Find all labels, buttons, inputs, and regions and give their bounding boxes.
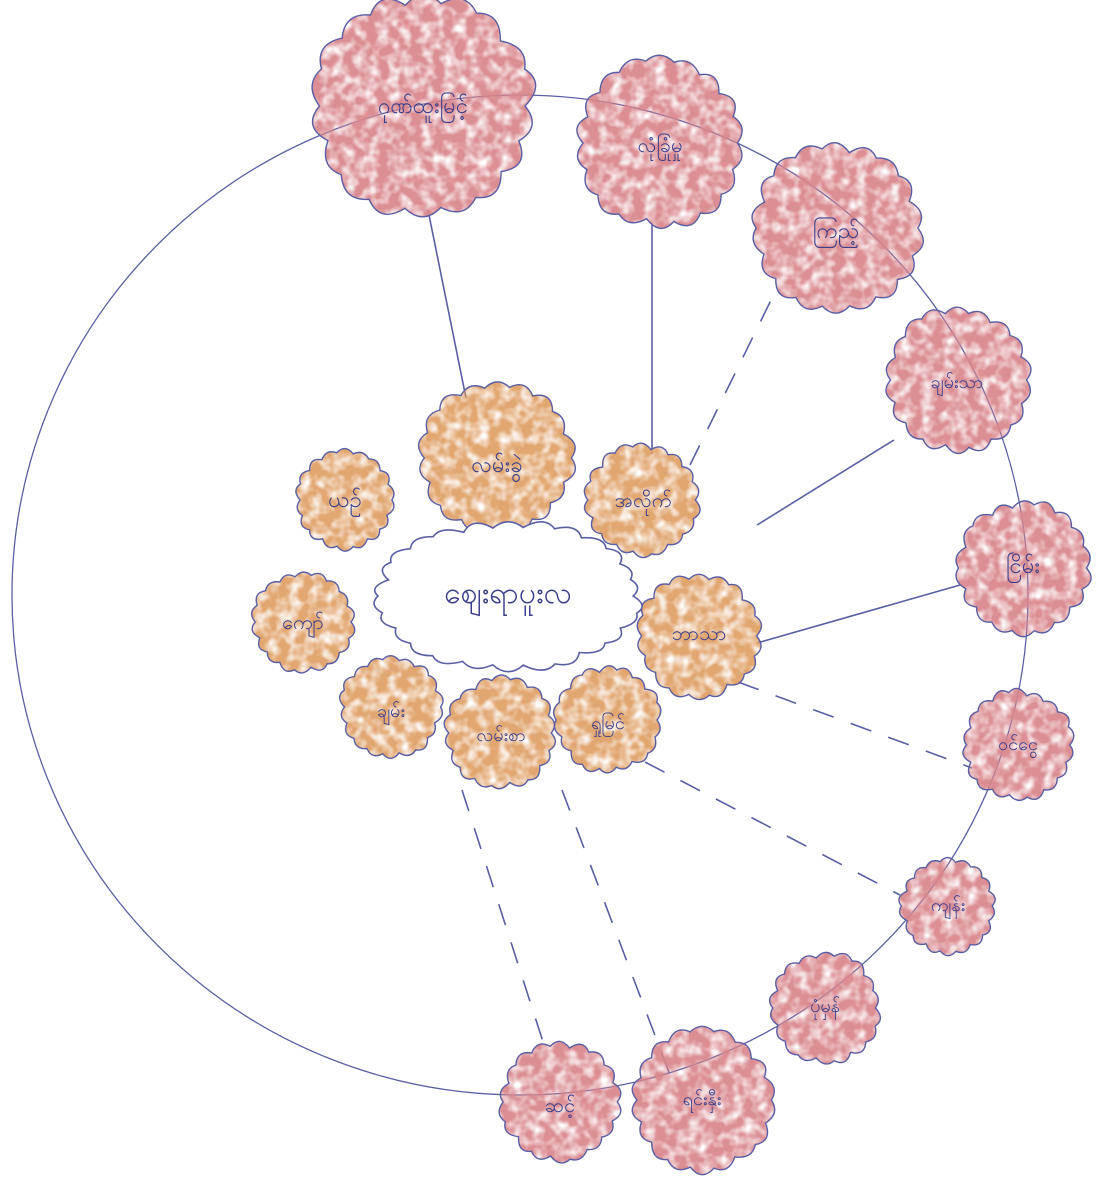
outer-node-label-9: ရင်းနှီး [683,1089,722,1113]
outer-node-fill-9 [632,1026,775,1175]
outer-node-4 [885,306,1032,455]
outer-node-10 [498,1040,622,1164]
inner-node-fill-8 [251,572,355,673]
outer-node-outline-8 [768,951,882,1065]
inner-node-label-8: ကျော် [282,610,324,638]
inner-node-label-1: လမ်းခွဲ [471,452,522,483]
outer-node-label-6: ဝင်ငွေ [998,734,1038,758]
inner-node-outline-5 [552,665,662,774]
inner-node-outline-4 [636,573,763,701]
outer-node-1 [311,0,537,218]
inner-node-4 [636,573,763,701]
outer-node-fill-2 [576,55,743,229]
connector-dashed-9 [461,789,546,1049]
outer-node-7 [898,856,996,957]
outer-node-fill-5 [955,500,1092,637]
outer-node-outline-7 [898,856,996,957]
outer-node-9 [631,1025,776,1176]
outer-node-fill-4 [885,307,1031,454]
outer-node-label-2: လုံခြုံမှု [638,133,683,161]
outer-node-2 [576,54,743,230]
outer-node-fill-6 [962,688,1074,801]
inner-node-outline-7 [338,655,444,760]
inner-node-outline-6 [443,674,557,790]
outer-node-label-8: ပုံမှန် [810,996,840,1020]
outer-node-label-4: ချမ်းသာ [931,372,984,396]
inner-node-outline-1 [417,381,577,536]
inner-node-outline-8 [251,571,356,674]
outer-node-outline-2 [576,54,743,230]
connector-solid-4 [756,439,895,526]
inner-node-fill-1 [418,381,576,536]
inner-node-1 [417,381,577,536]
inner-node-outline-2 [295,447,395,552]
inner-node-fill-7 [339,655,444,759]
inner-node-label-5: ရှုမြင် [591,712,625,737]
connector-dashed-7 [644,761,901,896]
outer-node-outline-1 [311,0,537,218]
outer-node-3 [751,142,924,314]
connector-dashed-6 [737,681,973,769]
node-blobs [251,0,1092,1176]
outer-node-outline-5 [955,500,1092,638]
inner-node-5 [552,665,662,774]
outer-node-label-7: ကျန်း [931,895,965,919]
inner-node-labels: လမ်းခွဲ ယဉ် အလိုက် ဘာသာ ရှုမြင် လမ်းစာ ခ… [282,452,726,746]
inner-node-outline-3 [583,442,701,559]
inner-node-fill-4 [637,574,762,700]
outer-node-5 [955,500,1092,638]
outer-node-fill-1 [312,0,536,217]
inner-node-fill-6 [444,674,556,789]
connector-lines [427,209,973,1076]
outer-node-label-3: ကြည့် [813,217,860,248]
inner-node-2 [295,447,395,552]
outer-node-fill-7 [898,857,996,956]
center-node-shape [373,520,643,673]
outer-node-outline-4 [885,306,1032,455]
inner-node-fill-3 [584,443,701,558]
inner-node-label-6: လမ်းစာ [476,725,525,746]
outer-node-outline-10 [498,1040,622,1164]
outer-node-8 [768,951,882,1065]
outer-node-label-1: ဂုဏ်ထူးမြင့် [378,92,468,123]
outer-node-label-10: ဆင့် [545,1093,575,1118]
inner-node-label-4: ဘာသာ [671,621,726,645]
inner-node-7 [338,655,444,760]
inner-node-label-3: အလိုက် [615,488,672,516]
outer-node-labels: ဂုဏ်ထူးမြင့် လုံခြုံမှု ကြည့် ချမ်းသာ ငြ… [378,92,1040,1118]
outer-node-fill-3 [752,142,924,314]
inner-node-8 [251,571,356,674]
outer-node-outline-6 [962,687,1075,801]
connector-solid-1 [427,209,467,399]
outer-node-6 [962,687,1075,801]
outer-node-fill-8 [769,952,881,1064]
connector-solid-5 [756,584,961,644]
inner-node-label-2: ယဉ် [328,487,362,517]
outer-node-outline-3 [751,142,924,314]
outer-node-outline-9 [631,1025,776,1176]
outer-node-label-5: ငြိမ်း [1006,552,1040,583]
connector-dashed-8 [561,789,671,1076]
center-node-label: ဈေးရာပူးလ [444,576,571,617]
connector-dashed-3 [689,291,776,466]
inner-node-label-7: ချမ်း [377,701,405,725]
outer-node-fill-10 [499,1041,621,1163]
center-node: ဈေးရာပူးလ [373,520,643,673]
inner-node-fill-2 [295,448,394,552]
inner-node-3 [583,442,701,559]
inner-node-6 [443,674,557,790]
inner-node-fill-5 [553,665,661,773]
